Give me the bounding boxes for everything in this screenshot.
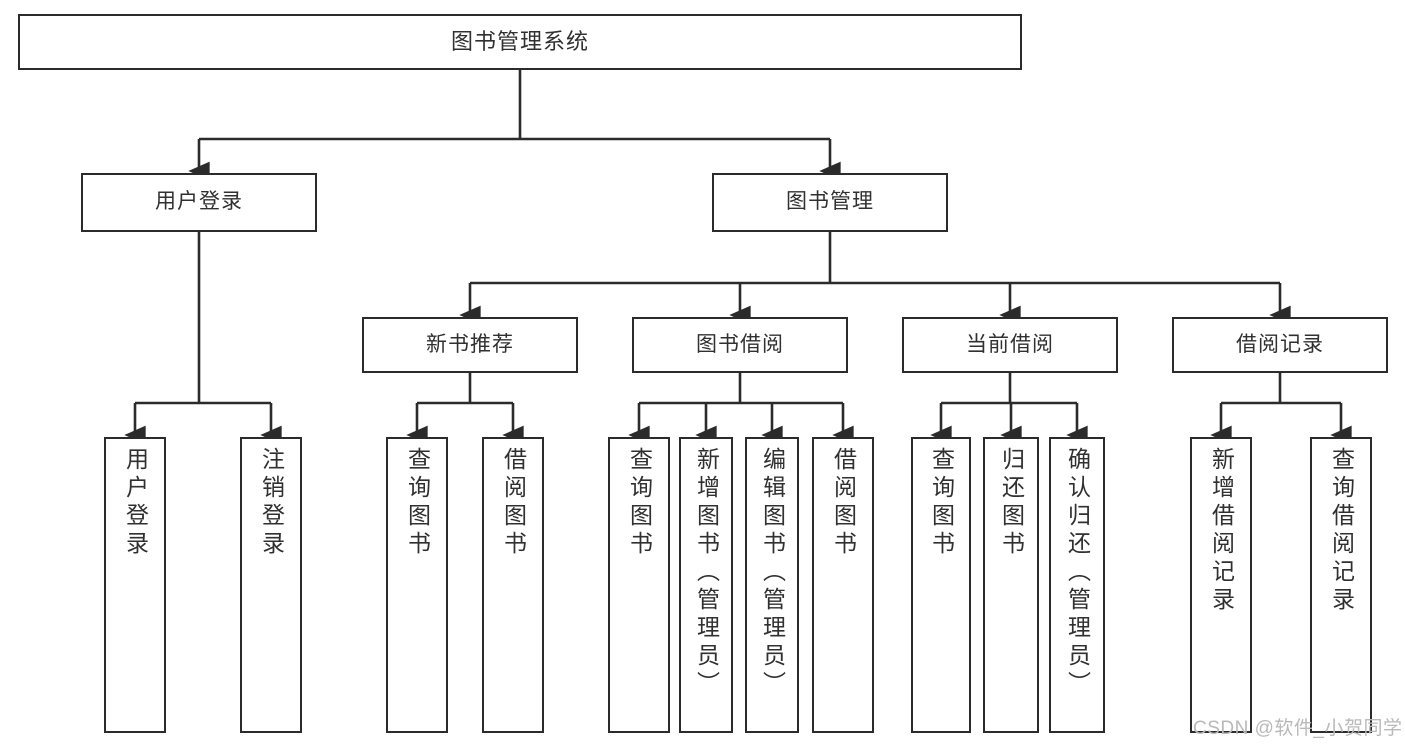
node-leaf-bor-2[interactable]: 新增图书（管理员） <box>679 437 733 733</box>
node-label: 注销登录 <box>258 447 285 559</box>
node-label: 借阅图书 <box>830 447 857 559</box>
node-login[interactable]: 用户登录 <box>81 173 317 232</box>
node-label: 用户登录 <box>122 447 149 559</box>
node-label: 当前借阅 <box>966 332 1054 356</box>
node-label: 借阅图书 <box>500 447 527 559</box>
node-leaf-login-2[interactable]: 注销登录 <box>240 437 302 733</box>
node-label: 查询借阅记录 <box>1328 447 1355 615</box>
node-leaf-rec-1[interactable]: 新增借阅记录 <box>1190 437 1252 733</box>
node-leaf-new-2[interactable]: 借阅图书 <box>482 437 544 733</box>
node-current[interactable]: 当前借阅 <box>902 317 1118 373</box>
node-label: 图书借阅 <box>696 332 784 356</box>
node-label: 图书管理 <box>786 190 874 214</box>
node-leaf-cur-1[interactable]: 查询图书 <box>911 437 971 733</box>
node-leaf-bor-3[interactable]: 编辑图书（管理员） <box>745 437 799 733</box>
node-label: 查询图书 <box>404 447 431 559</box>
node-newbook[interactable]: 新书推荐 <box>362 317 578 373</box>
node-bookmgr[interactable]: 图书管理 <box>712 173 948 232</box>
node-label: 图书管理系统 <box>450 29 589 55</box>
node-label: 新书推荐 <box>426 332 514 356</box>
node-label: 确认归还（管理员） <box>1064 447 1091 699</box>
node-label: 用户登录 <box>155 190 243 214</box>
connector-lines <box>124 70 1352 445</box>
node-label: 新增图书（管理员） <box>693 447 720 699</box>
node-root[interactable]: 图书管理系统 <box>18 14 1022 70</box>
node-leaf-cur-2[interactable]: 归还图书 <box>983 437 1039 733</box>
node-label: 查询图书 <box>626 447 653 559</box>
node-leaf-new-1[interactable]: 查询图书 <box>386 437 448 733</box>
node-leaf-rec-2[interactable]: 查询借阅记录 <box>1310 437 1372 733</box>
node-label: 归还图书 <box>998 447 1025 559</box>
node-label: 新增借阅记录 <box>1208 447 1235 615</box>
watermark-text: CSDN @软件_小贺同学 <box>1193 718 1403 739</box>
node-borrow[interactable]: 图书借阅 <box>632 317 848 373</box>
node-leaf-bor-1[interactable]: 查询图书 <box>608 437 670 733</box>
node-leaf-bor-4[interactable]: 借阅图书 <box>812 437 874 733</box>
node-label: 查询图书 <box>928 447 955 559</box>
node-label: 编辑图书（管理员） <box>759 447 786 699</box>
node-records[interactable]: 借阅记录 <box>1172 317 1388 373</box>
node-leaf-cur-3[interactable]: 确认归还（管理员） <box>1049 437 1105 733</box>
node-leaf-login-1[interactable]: 用户登录 <box>104 437 166 733</box>
node-label: 借阅记录 <box>1236 332 1324 356</box>
